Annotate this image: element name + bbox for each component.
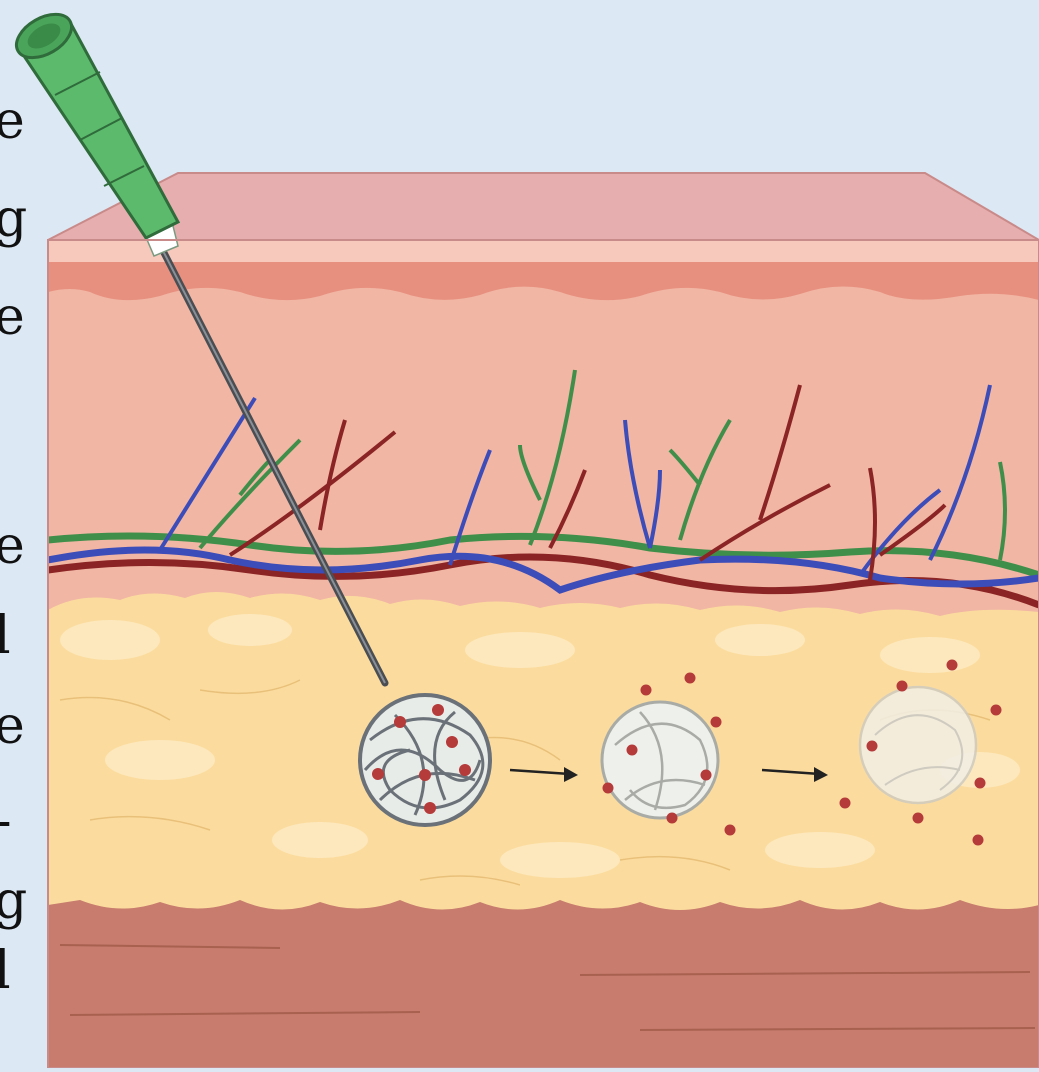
edge-glyph: e [0,95,25,147]
edge-glyph: - [0,795,12,847]
scaffold-intact [360,695,490,825]
epidermis-layer [48,240,1039,262]
edge-glyph: e [0,700,25,752]
edge-glyph: g [0,193,27,245]
edge-glyph: l [0,610,11,662]
cropped-edge-text: e g e e l e - g l [0,95,30,995]
skin-top-surface [48,173,1039,240]
edge-glyph: g [0,875,27,927]
edge-glyph: l [0,945,11,997]
edge-glyph: e [0,520,25,572]
edge-glyph: e [0,291,25,343]
